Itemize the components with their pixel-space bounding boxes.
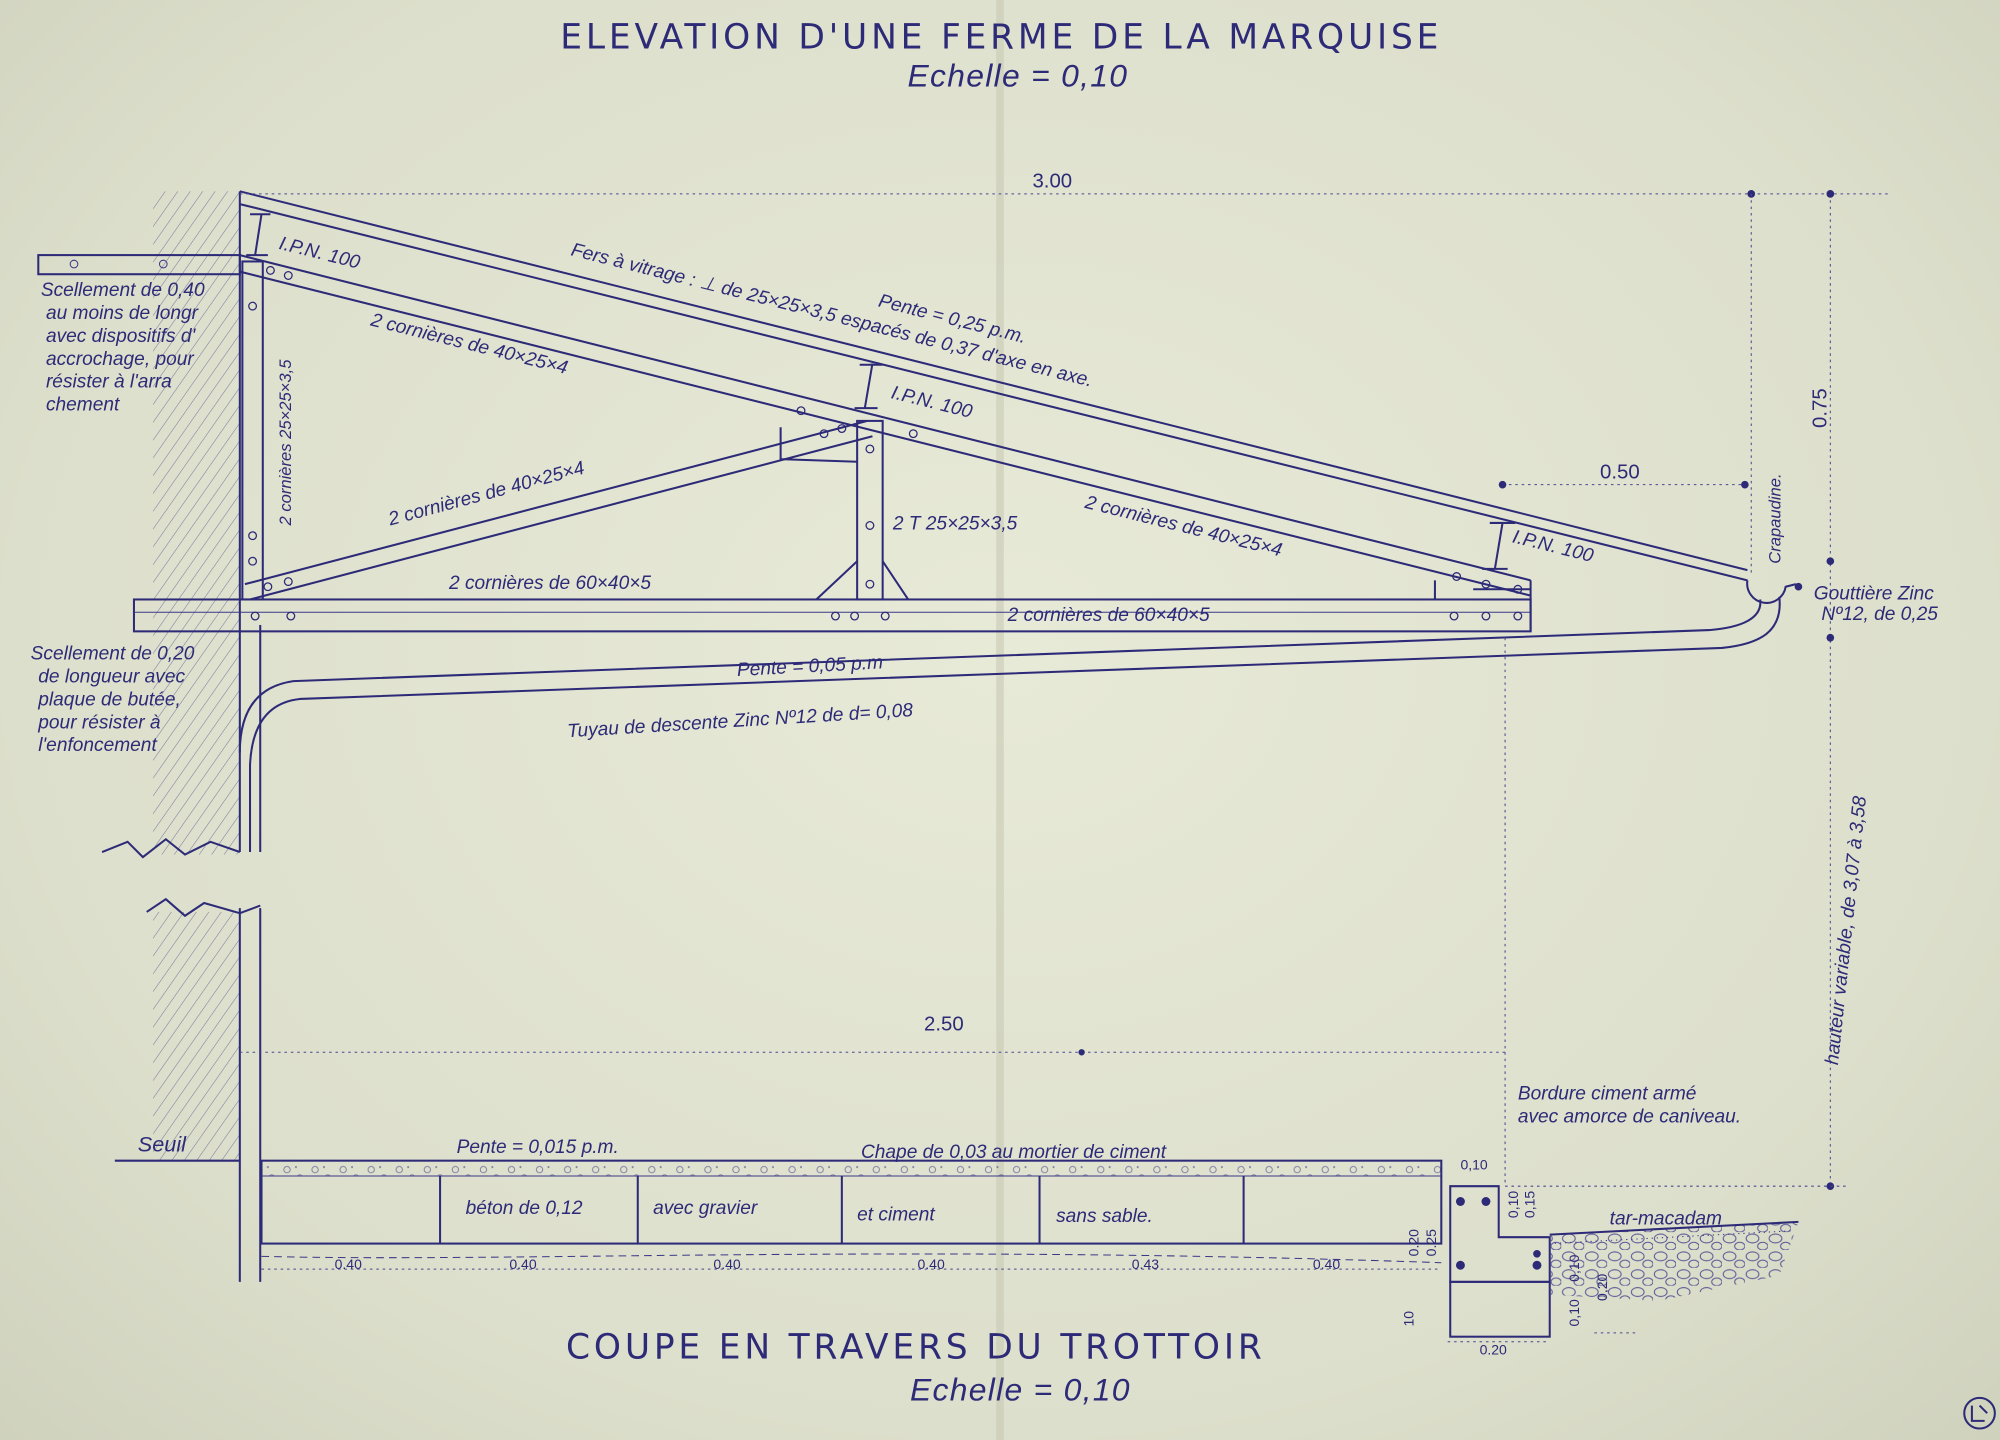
svg-text:0,10: 0,10 [1566,1254,1582,1281]
break-line [101,837,241,859]
label-bottom-chord-left: 2 cornières de 60×40×5 [448,573,651,594]
strut [244,419,868,586]
label-upper-chord-left: 2 cornières de 40×25×4 [368,309,570,378]
upper-chord [239,254,1531,582]
slab-text-3: et ciment [857,1205,935,1226]
macadam [1549,1221,1799,1301]
svg-text:Scellement de 0,20: Scellement de 0,20 [31,643,195,664]
slab-text-1: béton de 0,12 [466,1198,583,1219]
label-glazing-bars: Fers à vitrage : ⊥ de 25×25×3,5 espacés … [569,240,1095,392]
svg-text:0.43: 0.43 [1132,1256,1159,1272]
dimension-lines [239,190,1888,1191]
svg-text:plaque de butée,: plaque de butée, [37,689,181,710]
svg-text:0.25: 0.25 [1423,1229,1439,1256]
svg-text:0.40: 0.40 [1313,1256,1340,1272]
wall-post [241,260,264,601]
svg-text:pour résister à: pour résister à [37,712,161,733]
gutter [1746,580,1797,604]
dim-overhang: 0.50 [1600,461,1640,483]
svg-text:accrochage, pour: accrochage, pour [46,349,195,370]
label-downpipe: Tuyau de descente Zinc Nº12 de d= 0,08 [567,700,914,742]
label-gutter-2: Nº12, de 0,25 [1821,604,1938,625]
dim-clear-width: 2.50 [924,1014,964,1036]
dim-height-top: 0.75 [1810,388,1832,428]
svg-text:au moins de longr: au moins de longr [46,303,200,324]
label-bottom-chord-right: 2 cornières de 60×40×5 [1007,605,1210,626]
elevation-scale: Echelle = 0,10 [907,58,1128,94]
label-center-post: 2 T 25×25×3,5 [892,513,1018,534]
note-curb: Bordure ciment armé avec amorce de caniv… [1518,1083,1741,1127]
svg-text:0.20: 0.20 [1480,1342,1507,1358]
elevation-title: ELEVATION D'UNE FERME DE LA MARQUISE [560,17,1442,57]
svg-text:10: 10 [1400,1311,1416,1327]
label-pipe-slope: Pente = 0,05 p.m [736,652,883,681]
svg-text:0.40: 0.40 [509,1256,536,1272]
svg-text:0.40: 0.40 [713,1256,740,1272]
note-top-anchor: Scellement de 0,40 au moins de longr ave… [41,280,205,416]
svg-text:avec amorce de caniveau.: avec amorce de caniveau. [1518,1106,1741,1127]
label-ipn-mid: I.P.N. 100 [889,382,975,422]
svg-text:0,10: 0,10 [1566,1299,1582,1326]
dim-overall-width: 3.00 [1032,170,1072,192]
svg-text:chement: chement [46,395,120,416]
section-scale: Echelle = 0,10 [910,1371,1131,1407]
label-threshold: Seuil [138,1132,187,1157]
label-gutter-1: Gouttière Zinc [1814,583,1935,604]
gutter-and-downpipe [238,580,1803,853]
label-crapaudine: Crapaudine. [1766,473,1785,563]
label-screed: Chape de 0,03 au mortier de ciment [861,1142,1167,1163]
roof-glazing-line [239,190,1748,572]
sidewalk-section [114,1159,1799,1343]
slab-text-2: avec gravier [653,1198,759,1219]
truss [239,190,1748,632]
stamp-icon [1963,1396,1996,1430]
svg-text:0,20: 0,20 [1594,1273,1610,1300]
svg-text:0.40: 0.40 [917,1256,944,1272]
svg-text:résister à l'arra: résister à l'arra [46,372,172,393]
svg-text:0,10: 0,10 [1505,1191,1521,1218]
svg-text:Bordure ciment armé: Bordure ciment armé [1518,1083,1697,1104]
svg-text:avec dispositifs d': avec dispositifs d' [46,326,197,347]
svg-text:0,15: 0,15 [1521,1191,1537,1218]
svg-text:0,10: 0,10 [1460,1157,1487,1173]
label-sidewalk-slope: Pente = 0,015 p.m. [457,1137,619,1158]
slab-text-4: sans sable. [1056,1206,1153,1227]
slab-widths: 0.40 0.40 0.40 0.40 0.43 0.40 [335,1256,1341,1272]
svg-text:de longueur avec: de longueur avec [38,666,185,687]
svg-text:l'enfoncement: l'enfoncement [38,735,157,756]
concrete-slab [260,1159,1443,1245]
top-anchor-bar [37,254,241,276]
note-bottom-anchor: Scellement de 0,20 de longueur avec plaq… [31,643,195,756]
section-title: COUPE EN TRAVERS DU TROTTOIR [566,1327,1266,1367]
svg-text:Scellement de 0,40: Scellement de 0,40 [41,280,205,301]
label-wall-post: 2 cornières 25×25×3,5 [276,359,295,527]
downpipe [249,596,1781,853]
svg-text:0.40: 0.40 [335,1256,362,1272]
svg-text:0.20: 0.20 [1405,1229,1421,1256]
wall [101,191,262,1282]
center-post [856,419,884,601]
dim-variable-height: hauteur variable, de 3,07 à 3,58 [1822,795,1871,1066]
label-tar-macadam: tar-macadam [1610,1208,1722,1229]
curb-footing [1449,1280,1551,1338]
curb-dimensions: 0,10 0.20 0,10 0,15 0.20 0.25 0,10 0,10 … [1400,1157,1610,1358]
